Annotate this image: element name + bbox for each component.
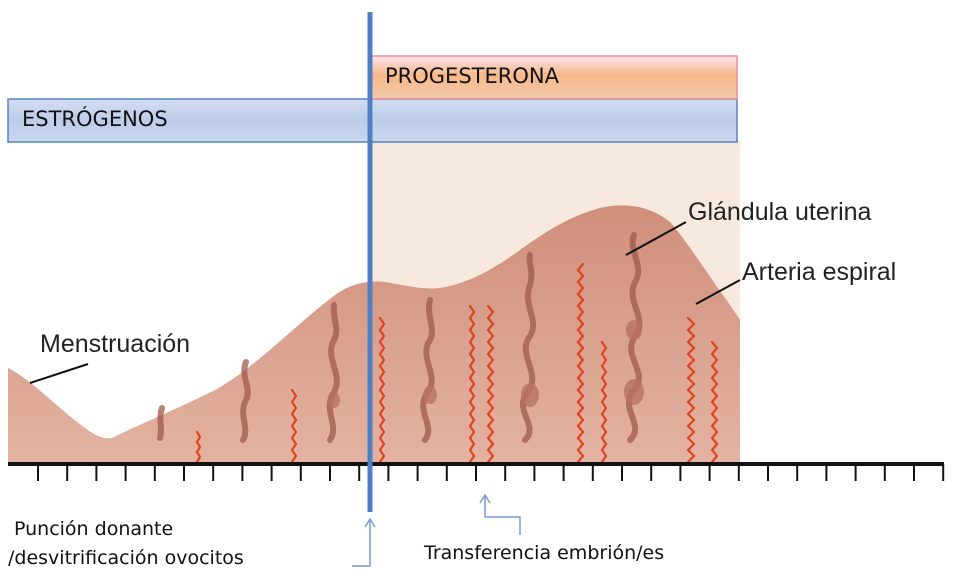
time-axis-ticks	[38, 464, 943, 481]
uterine-gland-label: Glándula uterina	[688, 198, 871, 227]
progesterone-label: PROGESTERONA	[385, 64, 559, 88]
transfer-label: Transferencia embrión/es	[424, 542, 664, 564]
transfer-arrow	[480, 495, 520, 535]
spiral-artery-label: Arteria espiral	[742, 258, 896, 287]
estrogen-label: ESTRÓGENOS	[22, 107, 168, 131]
puncture-label-line2: /desvitrificación ovocitos	[8, 547, 244, 569]
menstruation-label: Menstruación	[40, 330, 190, 359]
puncture-label-line1: Punción donante	[14, 518, 173, 540]
menstruation-pointer	[30, 364, 88, 383]
puncture-arrow	[352, 519, 375, 566]
